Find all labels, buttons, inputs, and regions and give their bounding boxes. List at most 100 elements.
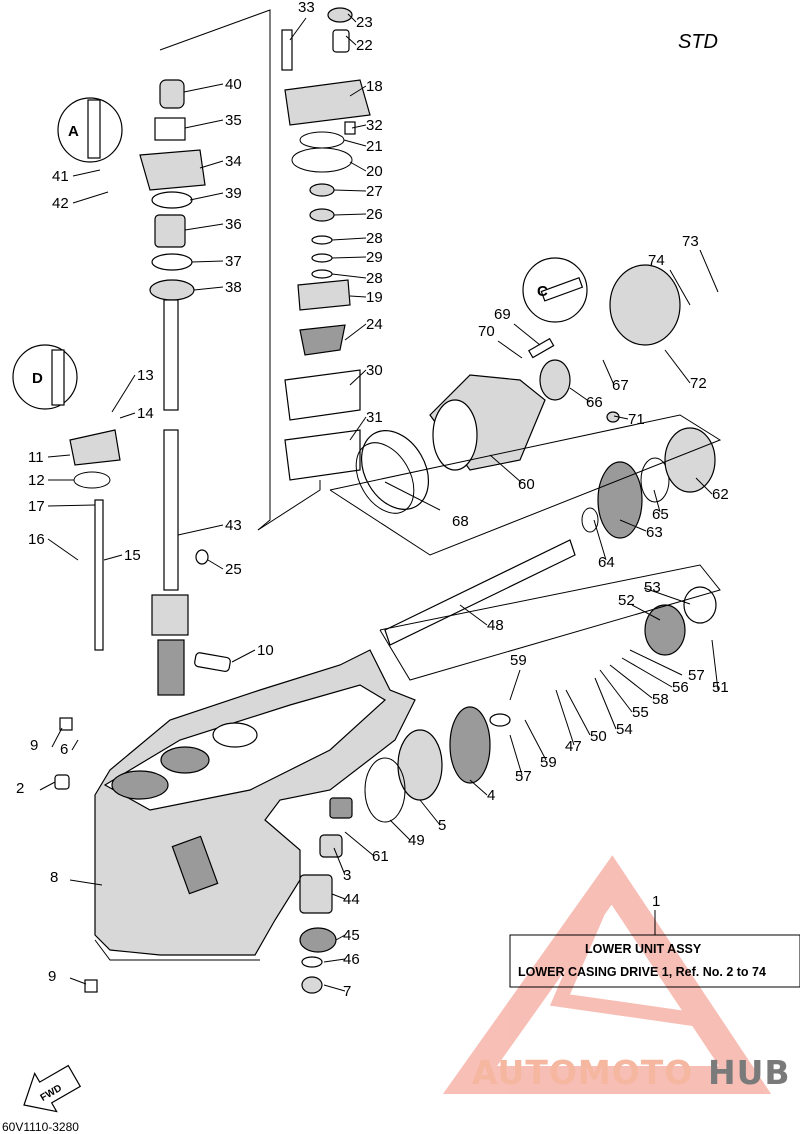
callout-number: 9 — [48, 968, 56, 985]
forward-direction-arrow: FWD — [23, 1064, 82, 1113]
callout-leader-line — [569, 387, 591, 403]
grease-inset-c: C — [522, 257, 588, 323]
callout-number: 50 — [590, 728, 607, 745]
callout-number: 22 — [356, 37, 373, 54]
callout-leader-line — [513, 323, 541, 346]
callout-leader-line — [331, 273, 367, 279]
callout-labels: 3323221832212027262829281924303140353441… — [16, 0, 729, 1000]
callout-leader-line — [47, 454, 71, 458]
callout-leader-line — [609, 664, 653, 699]
callout-leader-line — [207, 559, 224, 570]
callout-leader-line — [711, 639, 719, 691]
callout-leader-line — [231, 649, 256, 663]
callout-leader-line — [419, 799, 441, 826]
callout-leader-line — [177, 524, 224, 536]
callout-number: 14 — [137, 405, 154, 422]
callout-number: 70 — [478, 323, 495, 340]
watermark-text: AUTOMOTO HUB — [472, 1053, 791, 1092]
assembly-title: LOWER UNIT ASSY — [585, 942, 702, 956]
callout-number: 55 — [632, 704, 649, 721]
callout-number: 44 — [343, 891, 360, 908]
callout-leader-line — [643, 587, 691, 605]
callout-leader-line — [184, 119, 224, 129]
callout-number: 35 — [225, 112, 242, 129]
callout-leader-line — [344, 323, 367, 341]
callout-number: 12 — [28, 472, 45, 489]
callout-leader-line — [183, 83, 224, 93]
callout-number: 34 — [225, 153, 242, 170]
lower-casing — [94, 649, 416, 961]
water-pump-assembly — [159, 7, 371, 531]
callout-number: 71 — [628, 411, 645, 428]
callout-leader-line — [184, 223, 224, 231]
callout-number: 4 — [487, 787, 495, 804]
grease-inset-a-label: A — [68, 123, 79, 140]
callout-number: 67 — [612, 377, 629, 394]
callout-number: 43 — [225, 517, 242, 534]
callout-leader-line — [333, 189, 367, 192]
callout-leader-line — [613, 415, 629, 420]
callout-leader-line — [389, 819, 411, 841]
callout-number: 48 — [487, 617, 504, 634]
callout-number: 58 — [652, 691, 669, 708]
callout-number: 18 — [366, 78, 383, 95]
callout-number: 37 — [225, 253, 242, 270]
callout-leader-line — [555, 689, 575, 746]
callout-number: 64 — [598, 554, 615, 571]
callout-number: 16 — [28, 531, 45, 548]
callout-number: 65 — [652, 506, 669, 523]
callout-leader-line — [349, 161, 367, 172]
callout-leader-line — [497, 340, 523, 359]
callout-number: 40 — [225, 76, 242, 93]
callout-leader-line — [565, 689, 591, 736]
callout-leader-line — [333, 847, 346, 876]
callout-number: 13 — [137, 367, 154, 384]
callout-leader-line — [71, 739, 79, 751]
callout-leader-line — [111, 374, 136, 413]
watermark-word-1: AUTOMOTO — [472, 1053, 693, 1092]
callout-number: 27 — [366, 183, 383, 200]
callout-leader-line — [193, 286, 224, 291]
callout-number: 57 — [688, 667, 705, 684]
callout-leader-line — [47, 538, 79, 561]
callout-leader-line — [593, 519, 607, 561]
callout-leader-line — [119, 412, 136, 419]
callout-leader-line — [594, 677, 617, 730]
callout-number: 59 — [510, 652, 527, 669]
callout-leader-line — [47, 504, 96, 507]
callout-leader-line — [289, 17, 307, 41]
callout-number: 31 — [366, 409, 383, 426]
callout-number: 23 — [356, 14, 373, 31]
callout-leader-line — [51, 727, 63, 748]
callout-number: 28 — [366, 270, 383, 287]
callout-number: 24 — [366, 316, 383, 333]
callout-number: 57 — [515, 768, 532, 785]
callout-number: 49 — [408, 832, 425, 849]
callout-number: 20 — [366, 163, 383, 180]
callout-leader-line — [489, 454, 523, 484]
callout-leader-line — [469, 779, 488, 796]
callout-leader-line — [72, 191, 109, 204]
watermark-word-2: HUB — [708, 1053, 791, 1092]
callout-number: 33 — [298, 0, 315, 16]
callout-number: 25 — [225, 561, 242, 578]
grease-inset-c-label: C — [537, 283, 548, 300]
callout-number: 39 — [225, 185, 242, 202]
grease-inset-a: A — [57, 97, 123, 163]
callout-number: 74 — [648, 252, 665, 269]
propeller-shaft-assembly — [329, 264, 722, 823]
callout-leader-line — [351, 124, 367, 129]
callout-number: 29 — [366, 249, 383, 266]
callout-leader-line — [349, 369, 367, 386]
watermark-logo — [442, 855, 772, 1094]
callout-number: 69 — [494, 306, 511, 323]
callout-leader-line — [189, 192, 224, 201]
drive-shaft-assembly — [139, 79, 206, 696]
callout-number: 54 — [616, 721, 633, 738]
callout-number: 17 — [28, 498, 45, 515]
callout-number: 30 — [366, 362, 383, 379]
callout-leader-line — [199, 160, 224, 169]
callout-number: 38 — [225, 279, 242, 296]
callout-number: 62 — [712, 486, 729, 503]
callout-leader-line — [602, 359, 615, 386]
